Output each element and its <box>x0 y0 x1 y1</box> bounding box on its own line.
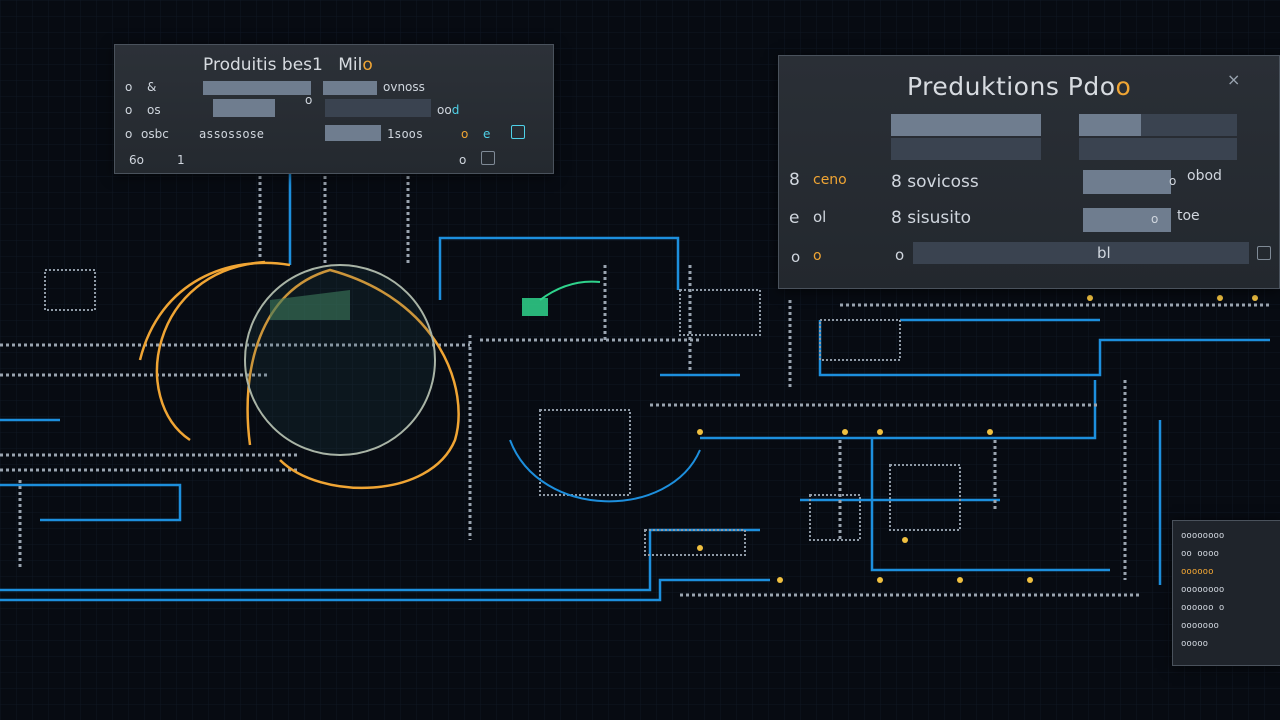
header-field-2[interactable] <box>1079 114 1141 136</box>
row3-value: 1soos <box>387 127 424 141</box>
header-field-5[interactable] <box>1079 138 1237 160</box>
row3-field[interactable] <box>913 242 1249 264</box>
row1-field-2[interactable] <box>323 81 377 95</box>
row2-side: toe <box>1177 208 1200 224</box>
row3-status-2: e <box>483 127 491 141</box>
row2-field[interactable] <box>213 99 275 117</box>
close-icon[interactable]: × <box>1227 70 1241 89</box>
mini-row-2: oo oooo <box>1181 549 1219 559</box>
row4-label: 6o <box>129 153 144 167</box>
row2-value-accent: d <box>451 103 460 117</box>
mini-row-7: ooooo <box>1181 639 1209 649</box>
row3-status: o <box>461 127 469 141</box>
row1-input[interactable] <box>1083 170 1171 194</box>
row4-control[interactable] <box>481 151 495 165</box>
row1-field[interactable] <box>203 81 311 95</box>
blue-arc <box>509 439 701 503</box>
row2-icon: e <box>789 208 800 228</box>
row1-icon: 8 <box>789 170 800 190</box>
row2-label: os <box>147 103 161 117</box>
row3-label: osbc <box>141 127 169 141</box>
green-node <box>522 280 601 316</box>
mini-row-3: oooooo <box>1181 567 1214 577</box>
row3-checkbox[interactable] <box>511 125 525 139</box>
row2-field-2[interactable] <box>325 99 431 117</box>
inspection-lens <box>244 264 436 456</box>
panel-right-title-text: Preduktions Pdo <box>907 72 1116 101</box>
row2-value: o <box>1151 212 1159 226</box>
panel-left-title-main: Produitis bes1 <box>203 55 323 75</box>
row2-value: ood <box>437 103 459 117</box>
row3-icon: o <box>791 248 801 266</box>
mini-row-6: ooooooo <box>1181 621 1219 631</box>
row3-checkbox[interactable] <box>1257 246 1271 260</box>
panel-left-title-accent: o <box>362 55 373 75</box>
panel-right-title-accent: o <box>1115 72 1132 101</box>
row1-value: o <box>305 93 313 107</box>
row3-name: o <box>895 246 905 264</box>
row1-icon-label: o <box>125 80 133 94</box>
panel-left-title-suffix: Mil <box>338 55 363 75</box>
header-field-1[interactable] <box>891 114 1041 136</box>
inspector-mini-panel: oooooooo oo oooo oooooo oooooooo oooooo … <box>1172 520 1280 666</box>
panel-left-title: Produitis bes1 Milo <box>203 55 373 75</box>
row4-value: o <box>459 153 467 167</box>
mini-row-1: oooooooo <box>1181 531 1225 541</box>
row3-field[interactable] <box>325 125 381 141</box>
header-field-4[interactable] <box>891 138 1041 160</box>
row1-tag: ceno <box>813 172 847 188</box>
row2-value-text: oo <box>437 103 452 117</box>
row2-tag: ol <box>813 208 827 226</box>
production-panel-left: Produitis bes1 Milo o & o ovnoss o os oo… <box>114 44 554 174</box>
row1-value: o <box>1169 174 1177 188</box>
mini-row-5: oooooo o <box>1181 603 1225 613</box>
row3-tag: o <box>813 248 822 264</box>
row1-label: & <box>147 80 157 94</box>
production-panel-right: Preduktions Pdoo × 8 ceno 8 sovicoss o o… <box>778 55 1280 289</box>
component-blocks <box>44 269 961 556</box>
row2-input[interactable] <box>1083 208 1171 232</box>
row4-label-2: 1 <box>177 153 185 167</box>
panel-right-title: Preduktions Pdoo <box>907 72 1131 101</box>
bus-lines <box>0 170 1270 597</box>
blue-wires <box>0 168 1270 602</box>
orange-arcs <box>138 260 460 490</box>
row3-icon-label: o <box>125 127 133 141</box>
row1-name: 8 sovicoss <box>891 172 979 192</box>
mini-row-4: oooooooo <box>1181 585 1225 595</box>
row3-code: assossose <box>199 127 265 141</box>
row2-icon-label: o <box>125 103 133 117</box>
row1-side: obod <box>1187 168 1222 184</box>
row3-value: bl <box>1097 244 1111 262</box>
header-field-3[interactable] <box>1141 114 1237 136</box>
yellow-nodes <box>697 295 1258 583</box>
row1-value-2: ovnoss <box>383 80 425 94</box>
row2-name: 8 sisusito <box>891 208 972 228</box>
